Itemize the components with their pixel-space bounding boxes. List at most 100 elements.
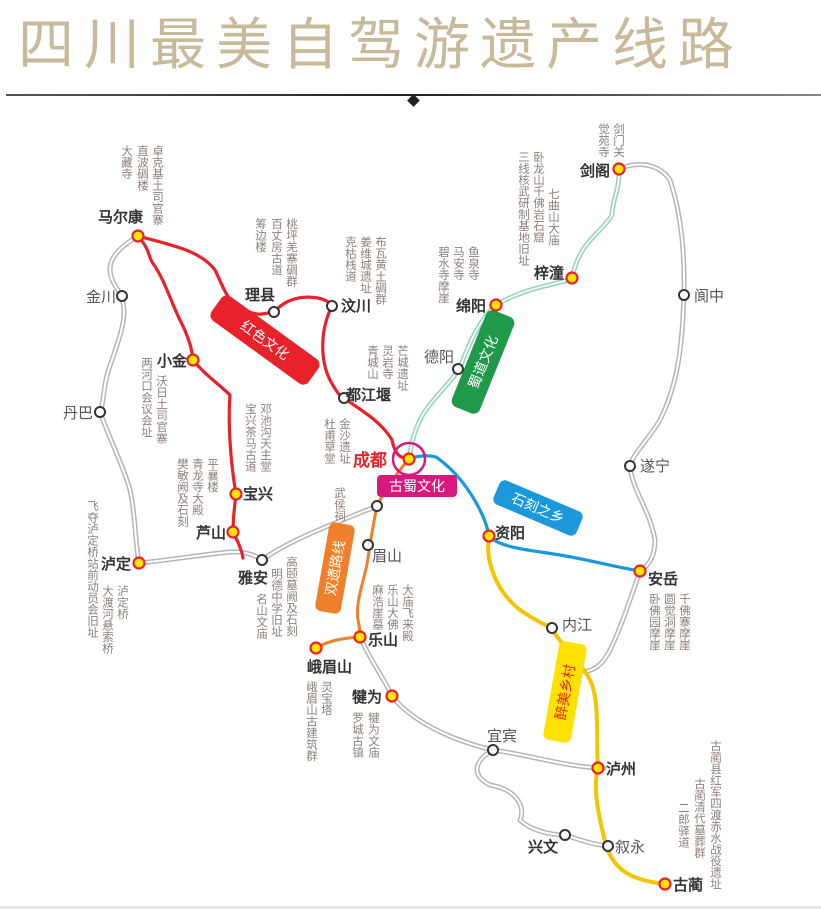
- site-label: 高颐墓阙及石刻: [285, 555, 299, 637]
- town-neijiang-icon[interactable]: [546, 622, 558, 634]
- stop-baoxing-icon[interactable]: [229, 487, 243, 501]
- label-luding[interactable]: 泸定: [101, 555, 131, 573]
- label-langzhong[interactable]: 阆中: [694, 287, 724, 305]
- site-label: 樊敏阙及石刻: [176, 457, 190, 528]
- label-neijiang[interactable]: 内江: [562, 616, 592, 634]
- label-lixian[interactable]: 理县: [245, 286, 275, 304]
- label-xiaojin[interactable]: 小金: [157, 352, 188, 370]
- site-label: 青城山: [366, 345, 380, 380]
- site-label: 峨眉山古建筑群: [305, 681, 319, 762]
- label-xuyong[interactable]: 叙永: [615, 838, 645, 856]
- town-xingwen-icon[interactable]: [559, 829, 571, 841]
- site-label: 千佛寨摩崖: [678, 593, 692, 651]
- label-jiange[interactable]: 剑阁: [579, 162, 610, 180]
- site-label: 觉苑寺: [597, 123, 611, 158]
- bottom-border: [0, 906, 821, 909]
- label-jinchuan[interactable]: 金川: [86, 288, 116, 306]
- stop-anyue-icon[interactable]: [633, 564, 647, 578]
- stop-leshan-icon[interactable]: [353, 630, 367, 644]
- site-label: 飞夺泸定桥站前动员会旧址: [86, 500, 100, 638]
- label-danba[interactable]: 丹巴: [63, 404, 93, 422]
- stop-ziyang-icon[interactable]: [482, 529, 496, 543]
- site-label: 青龙寺大殿: [191, 458, 205, 516]
- stop-luding-icon[interactable]: [132, 556, 146, 570]
- site-label: 名山文庙: [255, 592, 269, 640]
- site-label: 麻浩崖墓: [371, 583, 385, 630]
- site-label: 犍为文庙: [367, 712, 381, 759]
- label-xingwen[interactable]: 兴文: [528, 838, 559, 856]
- label-maerkang[interactable]: 马尔康: [98, 208, 144, 226]
- site-label: 沃日土司官寨: [155, 375, 169, 444]
- site-label: 碧水寺摩崖: [437, 246, 451, 304]
- site-label: 金沙遗址: [338, 417, 352, 464]
- site-labels: 卓克基土司官寨 直波碉楼 大藏寺 桃坪羌寨碉群 百丈房古道 筹边楼 布瓦黄土碉群…: [86, 122, 723, 889]
- label-leshan[interactable]: 乐山: [368, 631, 398, 649]
- stop-gulin-icon[interactable]: [658, 877, 672, 891]
- site-label: 马安寺: [452, 246, 466, 281]
- site-label: 古蔺县红军四渡赤水战役遗址: [709, 739, 723, 889]
- site-label: 鱼泉寺: [467, 245, 481, 280]
- stop-qianwei-icon[interactable]: [385, 689, 399, 703]
- badge-ancient-shu-culture[interactable]: 古蜀文化: [377, 475, 457, 497]
- site-label: 大藏寺: [120, 144, 134, 179]
- site-label: 七曲山大庙: [547, 188, 561, 246]
- stop-xiaojin-icon[interactable]: [186, 353, 200, 367]
- stop-maerkang-icon[interactable]: [131, 229, 145, 243]
- label-suining[interactable]: 遂宁: [640, 457, 670, 475]
- site-label: 平襄楼: [206, 458, 220, 493]
- town-yaan-icon[interactable]: [256, 554, 268, 566]
- site-label: 筹边楼: [254, 217, 268, 253]
- town-junction-icon: [371, 500, 383, 512]
- site-label: 二郎驿道: [677, 802, 691, 848]
- site-label: 乐山大佛: [386, 584, 400, 631]
- site-label: 剑门关: [612, 122, 626, 158]
- label-anyue[interactable]: 安岳: [648, 570, 678, 588]
- label-gulin[interactable]: 古蔺: [673, 876, 703, 894]
- label-deyang[interactable]: 德阳: [424, 348, 454, 366]
- town-langzhong-icon[interactable]: [678, 289, 690, 301]
- label-chengdu[interactable]: 成都: [353, 450, 387, 471]
- site-label: 古蔺清代墓葬群: [693, 777, 707, 858]
- site-label: 卧佛园摩崖: [648, 593, 662, 651]
- site-label: 直波碉楼: [136, 144, 150, 192]
- label-baoxing[interactable]: 宝兴: [243, 485, 273, 503]
- label-wenchuan[interactable]: 汶川: [341, 297, 371, 315]
- stop-chengdu-icon[interactable]: [402, 452, 416, 466]
- stop-lushan-icon[interactable]: [226, 525, 240, 539]
- town-jinchuan-icon[interactable]: [116, 290, 128, 302]
- label-luzhou[interactable]: 泸州: [606, 760, 636, 778]
- stop-zitong-icon[interactable]: [565, 271, 579, 285]
- site-label: 大庙飞来殿: [401, 583, 415, 642]
- stop-mianyang-icon[interactable]: [489, 298, 503, 312]
- stop-luzhou-icon[interactable]: [591, 761, 605, 775]
- label-emeishan[interactable]: 峨眉山: [307, 658, 352, 676]
- label-lushan[interactable]: 芦山: [196, 524, 226, 542]
- badge-red-culture[interactable]: 红色文化: [208, 293, 323, 388]
- site-label: 罗城古镇: [351, 712, 365, 759]
- badge-dual-heritage[interactable]: 双遗路线: [314, 521, 355, 614]
- badge-beautiful-village[interactable]: 醉美乡村: [543, 640, 588, 743]
- town-deyang-icon[interactable]: [452, 363, 464, 375]
- label-ziyang[interactable]: 资阳: [495, 524, 525, 542]
- site-label: 芒城遗址: [396, 345, 410, 391]
- town-lixian-icon[interactable]: [268, 306, 280, 318]
- label-qianwei[interactable]: 犍为: [352, 688, 382, 706]
- site-label: 桃坪羌寨碉群: [285, 217, 299, 287]
- town-xuyong-icon[interactable]: [602, 840, 614, 852]
- label-yibin[interactable]: 宜宾: [487, 727, 517, 745]
- site-label: 灵岩寺: [381, 345, 395, 380]
- red-route: [136, 234, 411, 560]
- town-danba-icon[interactable]: [94, 406, 106, 418]
- town-yibin-icon[interactable]: [487, 744, 499, 756]
- stop-emeishan-icon[interactable]: [309, 641, 323, 655]
- label-zitong[interactable]: 梓潼: [534, 264, 564, 282]
- label-mianyang[interactable]: 绵阳: [456, 297, 486, 315]
- town-suining-icon[interactable]: [624, 460, 636, 472]
- site-label: 百丈房古道: [270, 218, 284, 276]
- stop-jiange-icon[interactable]: [612, 162, 626, 176]
- town-wenchuan-icon[interactable]: [326, 300, 338, 312]
- label-yaan[interactable]: 雅安: [237, 569, 268, 587]
- label-dujiangyan[interactable]: 都江堰: [345, 386, 391, 404]
- label-meishan[interactable]: 眉山: [372, 547, 402, 565]
- badge-label: 古蜀文化: [389, 479, 445, 495]
